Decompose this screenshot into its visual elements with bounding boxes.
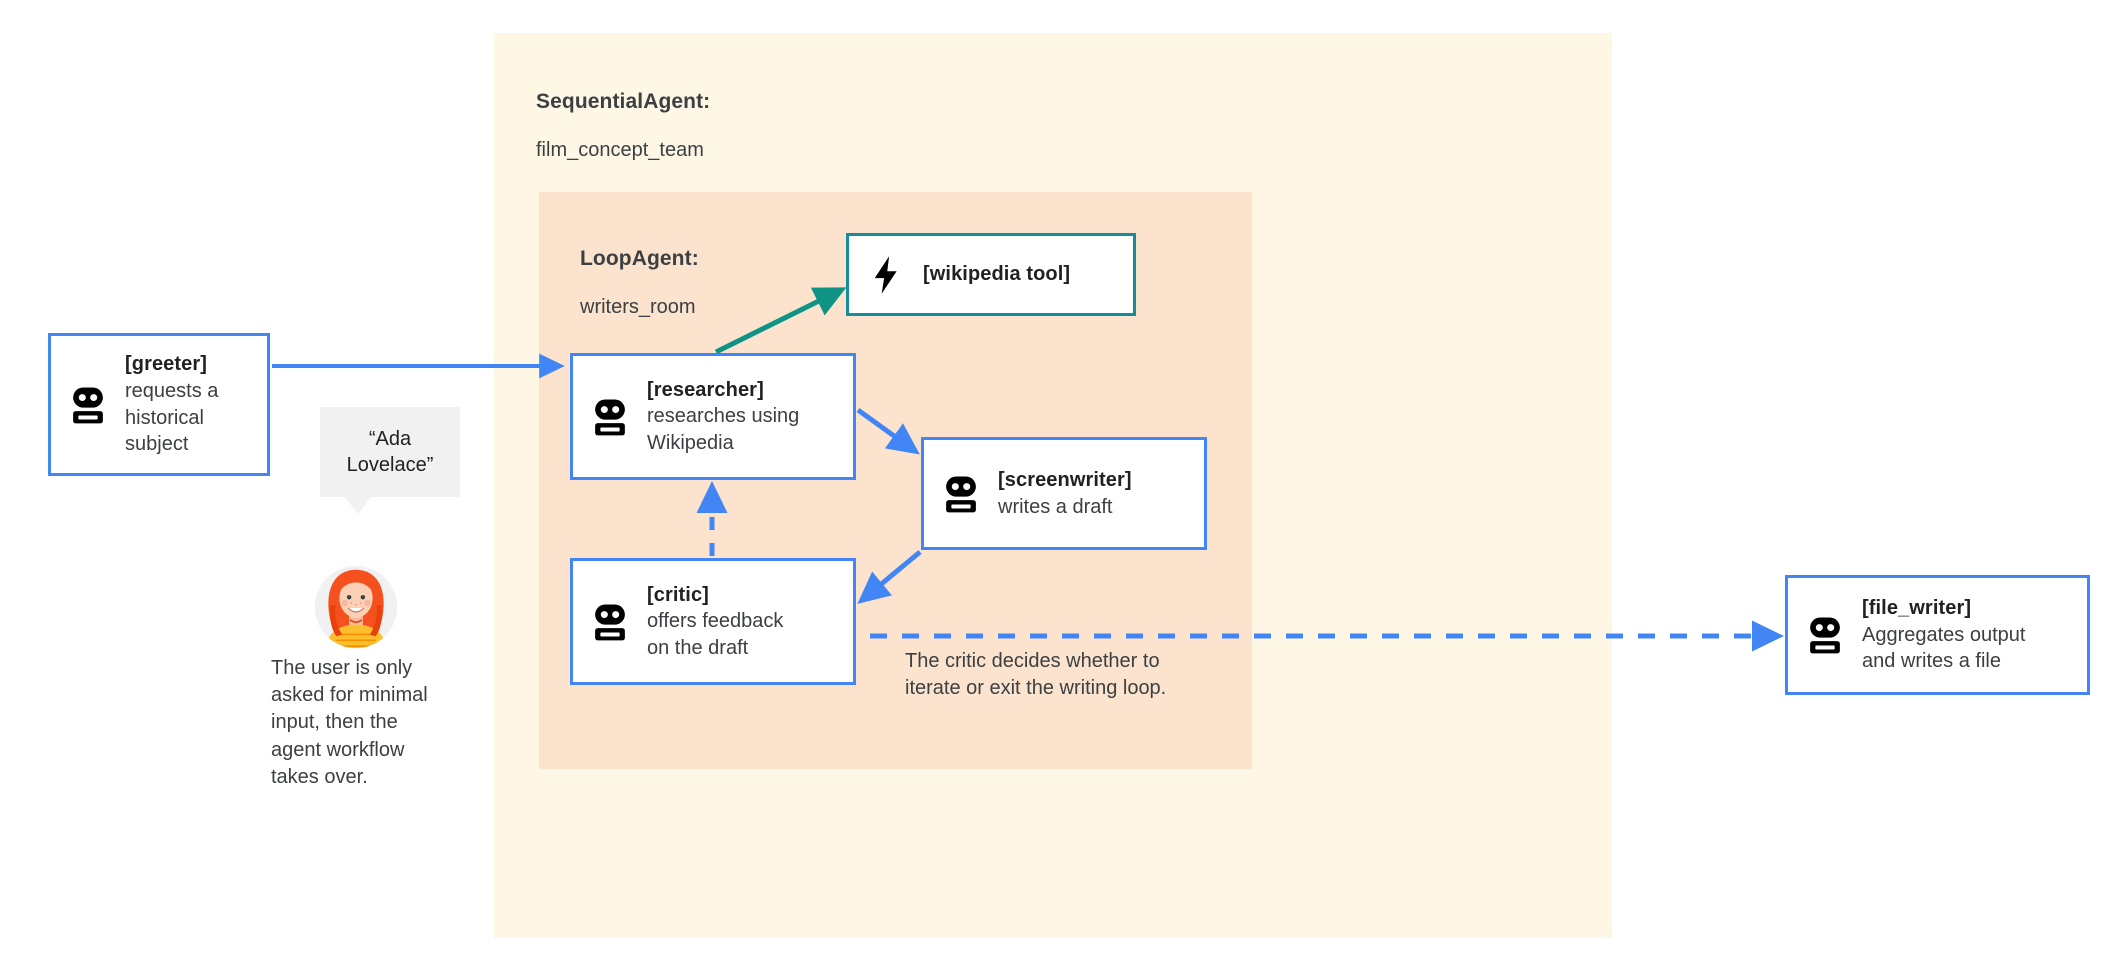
agent-node-critic[interactable]: [critic] offers feedback on the draft — [570, 558, 856, 685]
node-name-critic: [critic] — [647, 583, 709, 606]
sequential-agent-label: SequentialAgent: film_concept_team — [536, 67, 710, 184]
robot-icon — [1802, 612, 1848, 658]
node-text-wikipedia: [wikipedia tool] — [923, 261, 1070, 288]
node-name-greeter: [greeter] — [125, 353, 208, 376]
node-name-researcher: [researcher] — [647, 378, 764, 401]
node-name-screenwriter: [screenwriter] — [998, 468, 1132, 491]
node-text-screenwriter: [screenwriter] writes a draft — [998, 467, 1132, 520]
node-description-researcher: researches using Wikipedia — [647, 405, 800, 454]
sequential-agent-type: SequentialAgent: — [536, 90, 711, 114]
node-text-critic: [critic] offers feedback on the draft — [647, 582, 783, 662]
user-note-caption: The user is only asked for minimal input… — [271, 657, 428, 788]
node-text-file-writer: [file_writer] Aggregates output and writ… — [1862, 595, 2025, 675]
agent-node-researcher[interactable]: [researcher] researches using Wikipedia — [570, 353, 856, 480]
user-avatar — [307, 558, 405, 656]
agent-node-file-writer[interactable]: [file_writer] Aggregates output and writ… — [1785, 575, 2090, 695]
sequential-agent-name: film_concept_team — [536, 138, 704, 161]
speech-bubble: “Ada Lovelace” — [320, 407, 460, 514]
robot-icon — [587, 599, 633, 645]
node-name-file-writer: [file_writer] — [1862, 597, 1972, 620]
agent-node-greeter[interactable]: [greeter] requests a historical subject — [48, 333, 270, 476]
node-name-wikipedia: [wikipedia tool] — [923, 263, 1071, 286]
speech-bubble-text: “Ada Lovelace” — [346, 428, 434, 476]
tool-node-wikipedia[interactable]: [wikipedia tool] — [846, 233, 1136, 316]
robot-icon — [587, 394, 633, 440]
loop-note-caption: The critic decides whether to iterate or… — [905, 650, 1167, 700]
node-description-critic: offers feedback on the draft — [647, 610, 784, 659]
agent-node-screenwriter[interactable]: [screenwriter] writes a draft — [921, 437, 1207, 550]
node-text-greeter: [greeter] requests a historical subject — [125, 351, 218, 457]
node-description-file-writer: Aggregates output and writes a file — [1862, 623, 2026, 673]
loop-agent-name: writers_room — [580, 295, 696, 318]
node-text-researcher: [researcher] researches using Wikipedia — [647, 377, 799, 457]
loop-agent-label: LoopAgent: writers_room — [580, 224, 699, 341]
node-description-screenwriter: writes a draft — [998, 495, 1113, 518]
loop-agent-type: LoopAgent: — [580, 247, 699, 271]
lightning-bolt-icon — [863, 252, 909, 298]
robot-icon — [65, 382, 111, 428]
robot-icon — [938, 471, 984, 517]
node-description-greeter: requests a historical subject — [125, 379, 219, 456]
